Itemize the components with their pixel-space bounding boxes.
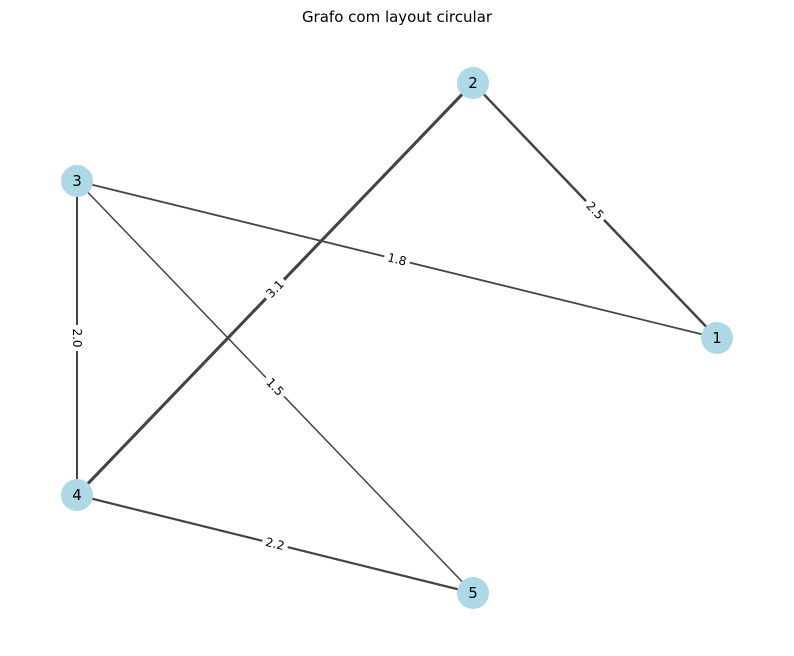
- nodes-layer: 1 2 3 4 5: [61, 67, 733, 609]
- node-4: 4: [61, 479, 93, 511]
- node-label: 3: [72, 172, 82, 190]
- graph-title: Grafo com layout circular: [302, 8, 493, 26]
- node-2: 2: [457, 67, 489, 99]
- edge-label-4-5: 2.2: [260, 533, 290, 555]
- node-1: 1: [701, 322, 733, 354]
- node-label: 1: [712, 329, 722, 347]
- edge-weight-text: 2.2: [264, 535, 286, 553]
- node-label: 2: [468, 74, 478, 92]
- edge-label-3-4: 2.0: [69, 325, 85, 351]
- edge-label-1-3: 1.8: [382, 248, 412, 271]
- edge-label-background: [260, 274, 290, 304]
- edge-weight-text: 2.0: [70, 328, 84, 347]
- edge-weight-text: 1.8: [386, 250, 408, 268]
- node-circle: [61, 479, 93, 511]
- node-circle: [457, 67, 489, 99]
- node-circle: [61, 165, 93, 197]
- edge-label-background: [69, 325, 85, 351]
- edge-label-background: [580, 195, 610, 226]
- node-label: 4: [72, 486, 82, 504]
- node-circle: [701, 322, 733, 354]
- node-3: 3: [61, 165, 93, 197]
- node-circle: [457, 577, 489, 609]
- edge-labels-layer: 2.51.83.12.01.52.2: [69, 195, 610, 555]
- edges-layer: [75, 81, 718, 595]
- edge-label-background: [260, 533, 290, 555]
- node-label: 5: [468, 584, 478, 602]
- edge-label-background: [260, 372, 290, 402]
- edge-label-background: [382, 248, 412, 271]
- node-5: 5: [457, 577, 489, 609]
